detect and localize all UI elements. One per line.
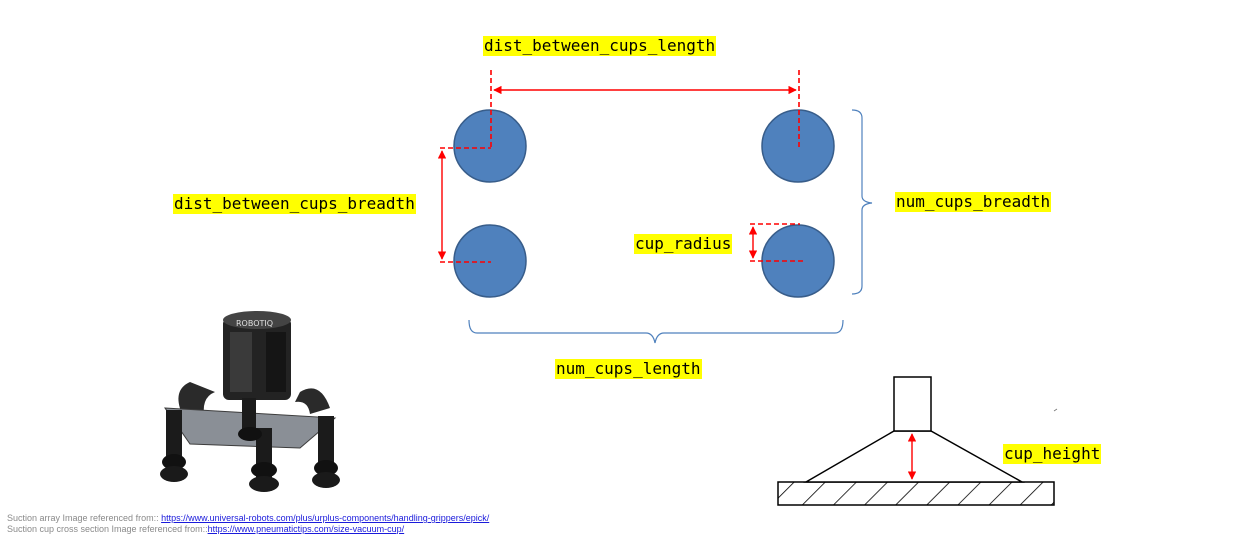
gripper-brand-text: ROBOTIQ xyxy=(236,319,273,328)
cup-top-left xyxy=(453,109,527,183)
num-cups-breadth-label: num_cups_breadth xyxy=(895,192,1052,212)
reference-line: Suction array Image referenced from:: ht… xyxy=(7,513,489,524)
cup-radius-label: cup_radius xyxy=(634,234,733,254)
cup-height-label: cup_height xyxy=(1003,444,1102,464)
cup-top-right xyxy=(761,109,835,183)
reference-text: Suction cup cross section Image referenc… xyxy=(7,524,208,534)
length-brace xyxy=(468,319,844,344)
reference-link[interactable]: https://www.pneumatictips.com/size-vacuu… xyxy=(207,524,405,534)
cup-cross-section xyxy=(777,376,1055,506)
cup-bottom-left xyxy=(453,224,527,298)
reference-link[interactable]: https://www.universal-robots.com/plus/ur… xyxy=(161,513,490,523)
breadth-dimension xyxy=(437,147,491,263)
image-references: Suction array Image referenced from:: ht… xyxy=(7,513,489,535)
reference-text: Suction array Image referenced from:: xyxy=(7,513,162,523)
reference-line: Suction cup cross section Image referenc… xyxy=(7,524,489,535)
radius-dimension xyxy=(748,223,806,262)
length-dimension xyxy=(490,70,800,148)
gripper-image: ROBOTIQ xyxy=(160,311,340,492)
breadth-brace xyxy=(851,109,873,295)
dist-between-cups-breadth-label: dist_between_cups_breadth xyxy=(173,194,416,214)
dist-between-cups-length-label: dist_between_cups_length xyxy=(483,36,717,56)
num-cups-length-label: num_cups_length xyxy=(555,359,702,379)
